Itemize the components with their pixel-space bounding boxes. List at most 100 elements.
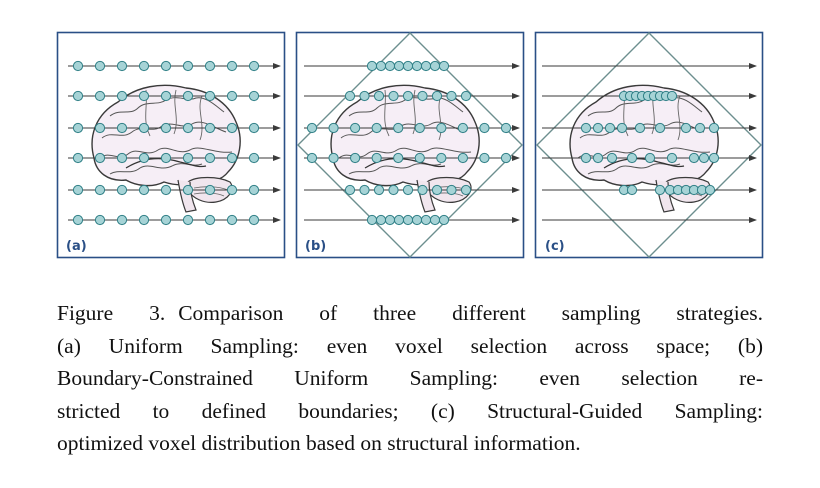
caption-line-5: optimized voxel distribution based on st…	[57, 431, 581, 455]
boundary-diamond-b	[297, 32, 523, 258]
sample-point-a-1-5	[182, 90, 194, 102]
sample-point-b-1-7	[446, 90, 457, 102]
sample-point-c-2-2	[604, 122, 616, 134]
sample-point-b-5-6	[420, 214, 432, 226]
sample-point-b-0-8	[438, 60, 450, 72]
sample-point-c-2-7	[694, 122, 706, 134]
sample-point-b-0-5	[411, 60, 423, 72]
sample-point-a-0-5	[182, 60, 194, 72]
sample-point-a-4-2	[116, 184, 128, 196]
sample-point-b-2-2	[350, 122, 361, 134]
sample-point-c-2-0	[580, 122, 592, 134]
sample-point-a-5-3	[138, 214, 150, 226]
sample-point-a-2-6	[204, 122, 216, 134]
sample-point-a-2-7	[226, 122, 238, 134]
sample-point-b-1-3	[388, 90, 399, 102]
sample-point-c-2-5	[654, 122, 666, 134]
sample-point-a-1-6	[204, 90, 216, 102]
caption-text-1: Comparison of three different sampling s…	[178, 301, 763, 325]
boundary-diamond-c	[536, 32, 762, 258]
sample-point-b-3-6	[436, 152, 447, 164]
sample-point-c-3-2	[606, 152, 618, 164]
sample-point-a-5-8	[248, 214, 260, 226]
sample-point-c-2-8	[708, 122, 720, 134]
sample-point-b-3-5	[414, 152, 425, 164]
sample-point-a-5-4	[160, 214, 172, 226]
sample-point-c-3-0	[580, 152, 592, 164]
sample-point-b-1-8	[460, 90, 472, 102]
sample-point-b-0-3	[393, 60, 405, 72]
panel-a-frame	[56, 31, 286, 259]
sample-point-b-3-9	[500, 152, 512, 164]
sample-point-a-3-0	[72, 152, 84, 164]
sample-point-b-1-4	[402, 90, 414, 102]
sample-point-b-4-0	[344, 184, 356, 196]
sample-point-a-3-4	[160, 152, 172, 164]
sample-point-b-5-7	[429, 214, 441, 226]
sample-point-b-2-9	[500, 122, 512, 134]
sample-point-a-5-0	[72, 214, 84, 226]
sample-point-a-1-3	[138, 90, 150, 102]
sample-point-a-2-2	[116, 122, 128, 134]
sample-point-c-3-1	[592, 152, 604, 164]
sample-point-c-3-4	[644, 152, 656, 164]
sample-point-a-0-1	[94, 60, 106, 72]
sample-point-b-2-7	[457, 122, 468, 134]
sample-point-a-3-6	[204, 152, 216, 164]
panel-label-a: (a)	[66, 239, 87, 254]
sample-point-a-3-1	[94, 152, 106, 164]
figure-number: Figure 3.	[57, 301, 166, 325]
sample-point-a-3-2	[116, 152, 128, 164]
sample-point-b-4-3	[388, 184, 399, 196]
sample-point-a-5-6	[204, 214, 216, 226]
sample-point-c-3-5	[666, 152, 678, 164]
sample-point-b-0-6	[420, 60, 432, 72]
sample-point-a-3-8	[248, 152, 260, 164]
sample-point-b-0-7	[429, 60, 441, 72]
sample-points	[72, 60, 720, 226]
sample-point-b-3-4	[393, 152, 404, 164]
sample-point-a-5-1	[94, 214, 106, 226]
sample-point-b-3-2	[350, 152, 361, 164]
sample-point-b-3-7	[457, 152, 468, 164]
sample-point-a-4-0	[72, 184, 84, 196]
sample-point-b-2-3	[371, 122, 382, 134]
sample-point-b-2-5	[414, 122, 425, 134]
sample-point-b-5-5	[411, 214, 423, 226]
sample-point-a-1-2	[116, 90, 128, 102]
sample-point-a-0-6	[204, 60, 216, 72]
sample-point-c-3-7	[698, 152, 710, 164]
sample-point-b-3-0	[306, 152, 318, 164]
sample-point-a-4-6	[204, 184, 216, 196]
sample-point-b-5-4	[402, 214, 414, 226]
sample-point-b-4-6	[431, 184, 443, 196]
figure-caption: Figure 3. Comparison of three different s…	[57, 297, 763, 460]
sample-point-a-4-4	[160, 184, 172, 196]
caption-line-2: (a) Uniform Sampling: even voxel selecti…	[57, 333, 763, 358]
sample-point-a-4-5	[182, 184, 194, 196]
sample-point-a-5-7	[226, 214, 238, 226]
sample-point-a-1-0	[72, 90, 84, 102]
sample-point-a-2-3	[138, 122, 150, 134]
sample-point-b-2-0	[306, 122, 318, 134]
sample-point-c-3-6	[688, 152, 700, 164]
sampling-figure: (a) (b) (c)	[56, 31, 764, 259]
sample-point-a-0-2	[116, 60, 128, 72]
sample-point-c-1-8	[666, 90, 678, 102]
sample-point-c-2-3	[616, 122, 628, 134]
sample-point-a-3-3	[138, 152, 150, 164]
sample-point-b-2-8	[479, 122, 490, 134]
sample-point-b-4-2	[373, 184, 385, 196]
sample-point-a-4-3	[138, 184, 150, 196]
sample-point-b-2-1	[328, 122, 339, 134]
sample-point-a-5-2	[116, 214, 128, 226]
sample-point-b-3-3	[371, 152, 382, 164]
sample-point-b-4-4	[402, 184, 414, 196]
sample-point-a-3-7	[226, 152, 238, 164]
sample-point-b-0-2	[384, 60, 396, 72]
sample-point-c-3-8	[708, 152, 720, 164]
sample-point-c-2-6	[680, 122, 692, 134]
sample-point-b-1-1	[359, 90, 370, 102]
sample-point-a-2-5	[182, 122, 194, 134]
sample-point-b-4-5	[417, 184, 428, 196]
